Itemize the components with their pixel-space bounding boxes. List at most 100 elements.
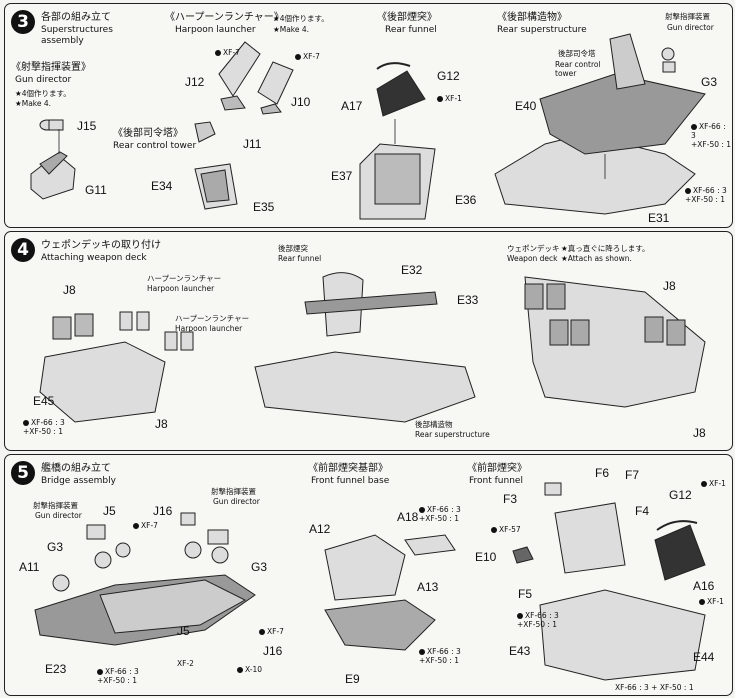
rear-control-jp: 《後部司令塔》: [113, 128, 183, 139]
paint-xf2: XF-2: [177, 659, 194, 668]
harpoon-note2: ★Make 4.: [273, 25, 310, 34]
part-G12: G12: [437, 69, 460, 83]
paint-xf1-b: XF-1: [699, 597, 724, 606]
make-4-en: ★Make 4.: [15, 99, 52, 108]
gun-director-jp: 《射撃指揮装置》: [11, 62, 91, 73]
part-E36: E36: [455, 193, 477, 207]
step-5-drawing: [34, 482, 706, 681]
part-A11: A11: [19, 560, 40, 574]
paint-mix-2: XF-66 : 3+XF-50 : 1: [685, 186, 727, 204]
part-J8-c: J8: [663, 279, 676, 293]
part-A18: A18: [397, 510, 419, 524]
ff-jp: 《前部煙突》: [467, 463, 527, 474]
gd1-en: Gun director: [35, 511, 82, 520]
gun-dir2-en: Gun director: [667, 23, 714, 32]
gd2-en: Gun director: [213, 497, 260, 506]
part-F3: F3: [503, 492, 518, 506]
step-number: 3: [11, 10, 35, 34]
part-J8-d: J8: [693, 426, 706, 440]
step-title-jp: ウェポンデッキの取り付け: [41, 240, 161, 251]
part-E40: E40: [515, 99, 537, 113]
paint-mix-1: XF-66 : 3+XF-50 : 1: [691, 122, 732, 149]
paint-xf7-b: XF-7: [259, 627, 284, 636]
part-G12: G12: [669, 488, 692, 502]
part-J15: J15: [77, 119, 97, 133]
harpoon1-jp: ハープーンランチャー: [147, 274, 222, 283]
part-F5: F5: [518, 587, 533, 601]
step-5-panel: 5 艦橋の組み立て Bridge assembly 射撃指揮装置 Gun dir…: [4, 454, 733, 696]
part-G3-b: G3: [251, 560, 268, 574]
part-G3-a: G3: [47, 540, 64, 554]
paint-mix-5: XF-66 : 3 + XF-50 : 1: [615, 683, 694, 692]
part-G3: G3: [701, 75, 718, 89]
paint-x10: X-10: [237, 665, 262, 674]
rear-funnel-jp: 《後部煙突》: [377, 12, 437, 23]
gun-dir2-jp: 射撃指揮装置: [665, 12, 710, 21]
paint-xf7-a: XF-7: [215, 48, 240, 57]
paint-xf1: XF-1: [701, 479, 726, 488]
rear-funnel-en: Rear funnel: [385, 25, 437, 35]
part-J16-b: J16: [263, 644, 283, 658]
paint-mix-3: XF-66 : 3+XF-50 : 1: [419, 647, 461, 665]
part-J5-b: J5: [177, 624, 190, 638]
step-title-jp: 艦橋の組み立て: [41, 463, 111, 474]
ffb-en: Front funnel base: [311, 476, 390, 486]
rear-super-jp: 《後部構造物》: [497, 12, 567, 23]
part-E10: E10: [475, 550, 497, 564]
part-J16: J16: [153, 504, 173, 518]
rear-super-en: Rear superstructure: [497, 25, 587, 35]
step-3-panel: 3 各部の組み立て Superstructures assembly 《射撃指揮…: [4, 3, 733, 228]
harpoon-jp: 《ハープーンランチャー》: [165, 12, 284, 23]
paint-mix: XF-66 : 3+XF-50 : 1: [23, 418, 65, 436]
part-J11: J11: [243, 137, 262, 151]
gun-director-en: Gun director: [15, 75, 72, 85]
rear-control-en: Rear control tower: [113, 141, 197, 151]
part-E33: E33: [457, 293, 479, 307]
harpoon2-en: Harpoon launcher: [175, 324, 243, 333]
paint-xf7: XF-7: [133, 521, 158, 530]
harpoon-note1: ★4個作ります。: [273, 14, 329, 23]
step-title-en: Attaching weapon deck: [41, 253, 147, 263]
part-E45: E45: [33, 394, 55, 408]
weapon-deck-jp: ウェポンデッキ: [507, 244, 560, 253]
gd2-jp: 射撃指揮装置: [211, 487, 256, 496]
step-4-panel: 4 ウェポンデッキの取り付け Attaching weapon deck ハープ…: [4, 231, 733, 451]
rear-super-jp: 後部構造物: [415, 420, 453, 429]
part-G11: G11: [85, 183, 107, 197]
part-E34: E34: [151, 179, 173, 193]
rear-funnel-en: Rear funnel: [278, 254, 322, 263]
paint-xf57: XF-57: [491, 525, 521, 534]
rear-control2-jp: 後部司令塔: [558, 49, 596, 58]
rear-funnel-jp: 後部煙突: [278, 244, 308, 253]
part-A13: A13: [417, 580, 439, 594]
part-J5: J5: [103, 504, 116, 518]
rear-control2-en: Rear control tower: [555, 60, 601, 78]
step-4-drawing: [39, 272, 706, 423]
part-J10: J10: [291, 95, 311, 109]
ffb-jp: 《前部煙突基部》: [308, 463, 388, 474]
attach-jp: ★真っ直ぐに降ろします。: [561, 244, 650, 253]
part-A17: A17: [341, 99, 363, 113]
part-J12: J12: [185, 75, 205, 89]
part-E43: E43: [509, 644, 531, 658]
part-J8-a: J8: [63, 283, 76, 297]
step-title-en: Bridge assembly: [41, 476, 116, 486]
gd1-jp: 射撃指揮装置: [33, 501, 78, 510]
ff-en: Front funnel: [469, 476, 523, 486]
part-E32: E32: [401, 263, 423, 277]
paint-xf1: XF-1: [437, 94, 462, 103]
part-F6: F6: [595, 466, 610, 480]
step-number: 4: [11, 238, 35, 262]
part-E23: E23: [45, 662, 67, 676]
part-E31: E31: [648, 211, 670, 225]
part-J8-b: J8: [155, 417, 168, 431]
weapon-deck-en: Weapon deck: [507, 254, 558, 263]
part-A16: A16: [693, 579, 715, 593]
step-3-drawing: [30, 33, 706, 220]
paint-mix-4: XF-66 : 3+XF-50 : 1: [517, 611, 559, 629]
part-A12: A12: [309, 522, 331, 536]
make-4-jp: ★4個作ります。: [15, 89, 71, 98]
part-F4: F4: [635, 504, 650, 518]
step-number: 5: [11, 461, 35, 485]
paint-mix-2: XF-66 : 3+XF-50 : 1: [419, 505, 461, 523]
